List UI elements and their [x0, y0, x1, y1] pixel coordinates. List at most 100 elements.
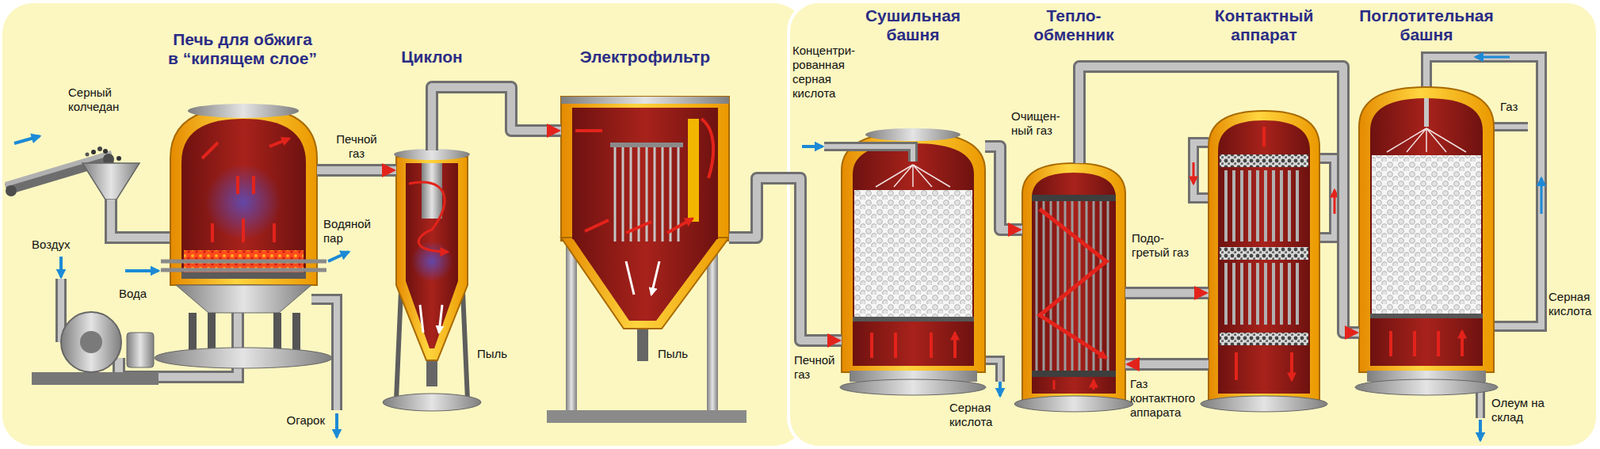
feed-conveyor [14, 136, 40, 144]
electrofilter-drawing [572, 237, 718, 321]
feed-conveyor [91, 149, 96, 155]
electrofilter-drawing [626, 261, 660, 295]
feed-conveyor [4, 136, 172, 238]
equipment-unit: Электрофильтр [565, 47, 725, 333]
heat-exchanger-drawing [1031, 172, 1116, 394]
vessel-body [1359, 87, 1494, 397]
contact-apparatus-drawing [1219, 247, 1309, 260]
pipe-outline [1125, 286, 1209, 300]
absorption-tower-drawing [1355, 379, 1498, 396]
drying-tower-drawing [854, 190, 973, 317]
vessel-body [1022, 163, 1126, 413]
unit-title: Поглотительная башня [1347, 6, 1506, 45]
electrofilter-drawing [687, 118, 699, 222]
callout-label: Серная кислота [1548, 290, 1598, 319]
drying-tower-drawing [841, 132, 986, 373]
equipment-unit: Печь для обжига в “кипящем слое” [127, 30, 358, 349]
flow-arrowhead [1008, 222, 1023, 237]
furnace-drawing [125, 103, 349, 438]
callout-label: Пыль [657, 347, 698, 362]
callout-label: Пыль [477, 347, 517, 362]
drying-tower-drawing [985, 360, 1001, 382]
heat-exchanger-drawing [1022, 163, 1126, 401]
cyclone-drawing [396, 156, 468, 361]
unit-title: Сушильная башня [857, 6, 969, 45]
furnace-drawing [181, 118, 306, 279]
furnace-drawing [202, 138, 290, 243]
cyclone-drawing [382, 393, 482, 412]
absorption-tower-drawing [1371, 155, 1482, 314]
feed-conveyor [103, 148, 108, 154]
electrofilter-drawing [546, 96, 747, 424]
contact-apparatus-drawing [1208, 110, 1320, 401]
equipment-unit: Циклон [384, 47, 480, 373]
contact-apparatus-drawing [1218, 120, 1310, 394]
absorption-tower-drawing [1424, 98, 1429, 127]
cyclone-drawing [411, 240, 453, 283]
furnace-drawing [328, 252, 349, 262]
electrofilter-drawing [575, 118, 714, 233]
flow-arrowhead [1125, 357, 1140, 372]
pipe-fill [431, 87, 562, 151]
contact-apparatus-drawing [1333, 190, 1337, 214]
heat-exchanger-drawing [1031, 370, 1116, 378]
vessel-body [841, 132, 986, 397]
absorption-tower-drawing [1370, 313, 1483, 319]
absorption-tower-drawing [1355, 57, 1542, 441]
flow-arrowhead [546, 123, 562, 138]
drying-tower-drawing [840, 379, 986, 396]
electrofilter-drawing [561, 96, 730, 104]
cyclone-drawing [420, 305, 443, 333]
drying-tower-drawing [985, 360, 1001, 382]
contact-apparatus-drawing [1219, 154, 1309, 168]
absorption-tower-drawing [1493, 122, 1528, 132]
heat-exchanger-drawing [1036, 201, 1108, 373]
drying-tower-drawing [824, 146, 913, 162]
equipment-unit: Сушильная башня [857, 6, 969, 397]
callout-label: Серная кислота [949, 400, 1005, 430]
callout-label: Огарок [277, 413, 325, 428]
contact-apparatus-drawing [1219, 332, 1309, 346]
unit-title: Печь для обжига в “кипящем слое” [127, 30, 358, 69]
unit-title: Тепло-обменник [1026, 6, 1122, 45]
pipe-outline [1125, 358, 1209, 371]
flow-arrowhead [381, 163, 397, 178]
vessel-body [561, 96, 730, 333]
absorption-tower-drawing [1475, 56, 1510, 59]
callout-label: Водяной пар [323, 217, 387, 246]
cyclone-drawing [405, 163, 459, 349]
drying-tower-drawing [871, 332, 955, 359]
air-blower [61, 312, 122, 373]
callout-label: Газ [1500, 99, 1532, 115]
feed-conveyor [110, 199, 172, 238]
vessel-body [1208, 110, 1320, 413]
pipe-outline [316, 164, 397, 177]
electrofilter-drawing [614, 147, 679, 242]
absorption-tower-drawing [1478, 420, 1482, 441]
unit-title: Электрофильтр [565, 47, 725, 67]
drying-tower-drawing [998, 381, 1002, 397]
drying-tower-drawing [852, 143, 974, 367]
contact-apparatus-drawing [1193, 142, 1209, 199]
drying-tower-drawing [801, 145, 823, 149]
pipe-outline [431, 87, 562, 151]
feed-conveyor [82, 163, 140, 200]
unit-title: Циклон [384, 47, 480, 67]
contact-apparatus-drawing [1319, 158, 1335, 238]
absorption-tower-drawing [1540, 178, 1543, 214]
pipe-outline [1079, 66, 1360, 333]
vessel-body [396, 150, 468, 373]
electrofilter-drawing [610, 142, 684, 148]
contact-apparatus-drawing [1236, 126, 1292, 381]
furnace-drawing [292, 313, 301, 356]
equipment-unit: Тепло-обменник [1026, 6, 1122, 413]
air-blower [126, 332, 154, 368]
edge-label: Печной газ [332, 132, 382, 161]
pipe-fill [1079, 66, 1360, 333]
vessel-body [170, 106, 317, 349]
pipe-outline [729, 178, 842, 341]
pipe-outline [985, 146, 1023, 230]
air-blower [31, 372, 159, 386]
